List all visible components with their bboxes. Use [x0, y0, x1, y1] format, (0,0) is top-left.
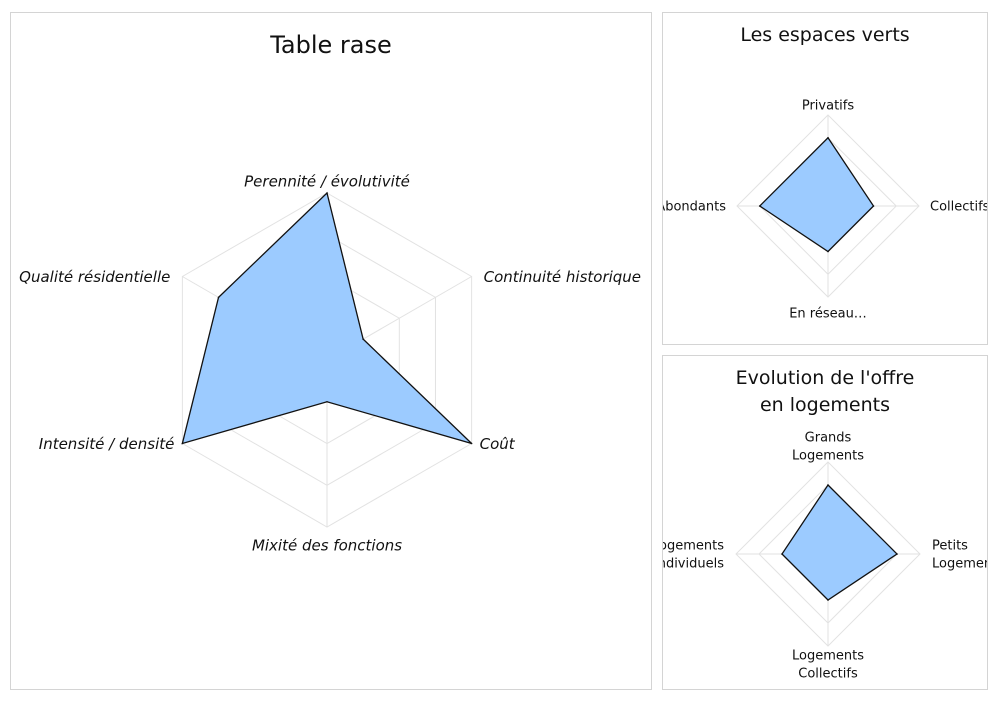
data-point-abondants: [758, 205, 761, 207]
chart-title: Table rase: [269, 31, 392, 59]
axis-label-line: individuels: [663, 557, 724, 572]
axis-label-line: Grands: [805, 431, 852, 446]
data-point-logements-individuels: [781, 553, 783, 555]
axis-label-line: Privatifs: [802, 99, 855, 114]
axis-label-line: Mixité des fonctions: [252, 536, 402, 554]
axis-label-line: Intensité / densité: [39, 435, 175, 453]
data-point-en-reseau: [827, 250, 829, 253]
data-point-cout: [470, 442, 473, 445]
axis-label-collectifs: Collectifs: [930, 200, 987, 215]
axis-label-perennite-evolutivite: Perennité / évolutivité: [244, 172, 410, 190]
data-point-collectifs: [872, 205, 875, 207]
data-point-privatifs: [827, 136, 829, 139]
data-point-continuite-historique: [362, 338, 364, 340]
chart-title: Evolution de l'offre en logements: [736, 367, 915, 416]
data-point-mixite-des-fonctions: [326, 400, 328, 403]
axis-label-privatifs: Privatifs: [802, 99, 855, 114]
series-area: [758, 136, 875, 253]
chart-title-line: Table rase: [269, 31, 392, 59]
axis-label-line: Collectifs: [798, 667, 858, 682]
axis-label-line: Logements: [932, 557, 987, 572]
axis-label-intensite-densite: Intensité / densité: [39, 435, 175, 453]
data-point-logements-collectifs: [827, 599, 829, 601]
series-area: [781, 483, 899, 601]
axis-label-line: Logements: [663, 539, 724, 554]
data-point-grands-logements: [827, 484, 829, 486]
data-point-intensite-densite: [181, 442, 184, 445]
axis-label-line: Perennité / évolutivité: [244, 172, 410, 190]
axis-label-qualite-residentielle: Qualité résidentielle: [19, 268, 170, 286]
axis-label-line: Coût: [480, 435, 516, 453]
chart-title-line: Evolution de l'offre: [736, 367, 915, 389]
axis-label-line: Collectifs: [930, 200, 987, 215]
axis-label-petits-logements: PetitsLogements: [932, 539, 987, 572]
chart-title-line: Les espaces verts: [740, 24, 909, 46]
axis-label-line: Logements: [792, 449, 864, 464]
axis-label-line: En réseau…: [789, 307, 867, 322]
axis-label-line: Abondants: [663, 200, 726, 215]
axis-label-en-reseau: En réseau…: [789, 307, 867, 322]
axis-label-line: Logements: [792, 649, 864, 664]
axis-label-line: Continuité historique: [484, 268, 641, 286]
data-point-perennite-evolutivite: [326, 192, 328, 194]
chart-title: Les espaces verts: [740, 24, 909, 46]
axis-label-abondants: Abondants: [663, 200, 726, 215]
data-point-qualite-residentielle: [217, 296, 220, 299]
axis-label-mixite-des-fonctions: Mixité des fonctions: [252, 536, 402, 554]
data-point-petits-logements: [896, 553, 898, 555]
axis-label-line: Qualité résidentielle: [19, 268, 170, 286]
axis-label-cout: Coût: [480, 435, 516, 453]
chart-title-line: en logements: [760, 394, 890, 416]
axis-label-continuite-historique: Continuité historique: [484, 268, 641, 286]
axis-label-line: Petits: [932, 539, 968, 554]
axis-label-logements-individuels: Logements individuels: [663, 539, 724, 572]
